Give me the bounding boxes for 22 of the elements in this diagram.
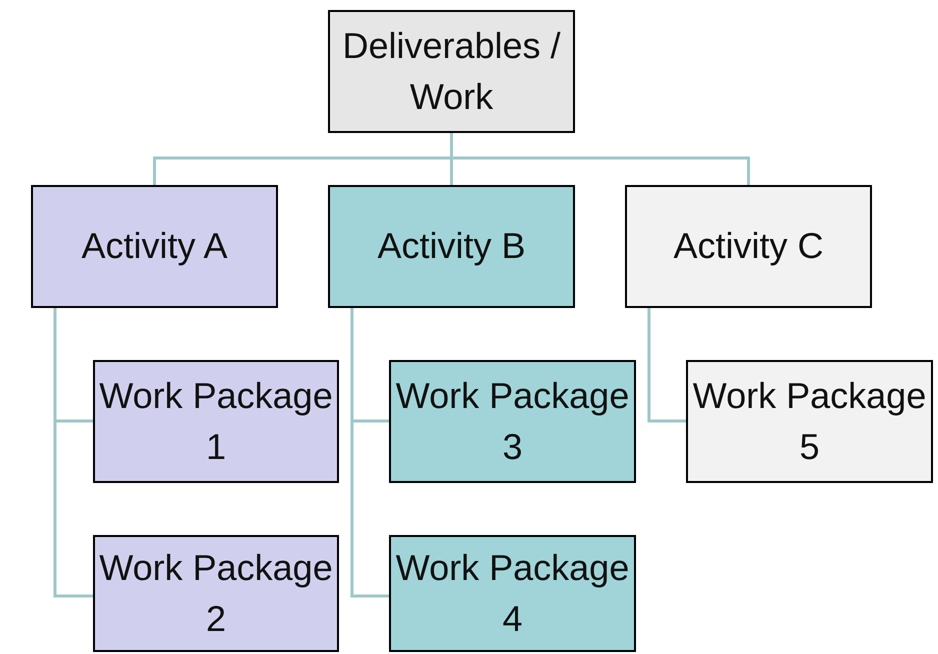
work-package-box	[686, 360, 933, 483]
connector-line	[54, 308, 93, 598]
work-package-box	[389, 360, 636, 483]
node-label: Work Package 3	[394, 374, 630, 468]
node-label: Work Package 1	[98, 374, 334, 468]
deliverables-box	[328, 10, 575, 133]
node-label: Work Package 5	[692, 374, 928, 468]
node-label: Activity A	[80, 224, 229, 268]
activity-box	[625, 185, 872, 308]
activity-box	[31, 185, 278, 308]
node-label: Work Package 4	[394, 546, 630, 640]
node-label: Activity B	[376, 224, 527, 268]
activity-box	[328, 185, 575, 308]
connector-line	[450, 133, 750, 185]
connector-line	[648, 308, 686, 422]
work-package-box	[93, 535, 339, 652]
node-label: Activity C	[672, 224, 824, 268]
connector-line	[350, 308, 389, 598]
work-package-box	[93, 360, 339, 483]
work-package-box	[389, 535, 636, 652]
node-label: Deliverables / Work	[341, 24, 562, 118]
node-label: Work Package 2	[98, 546, 334, 640]
